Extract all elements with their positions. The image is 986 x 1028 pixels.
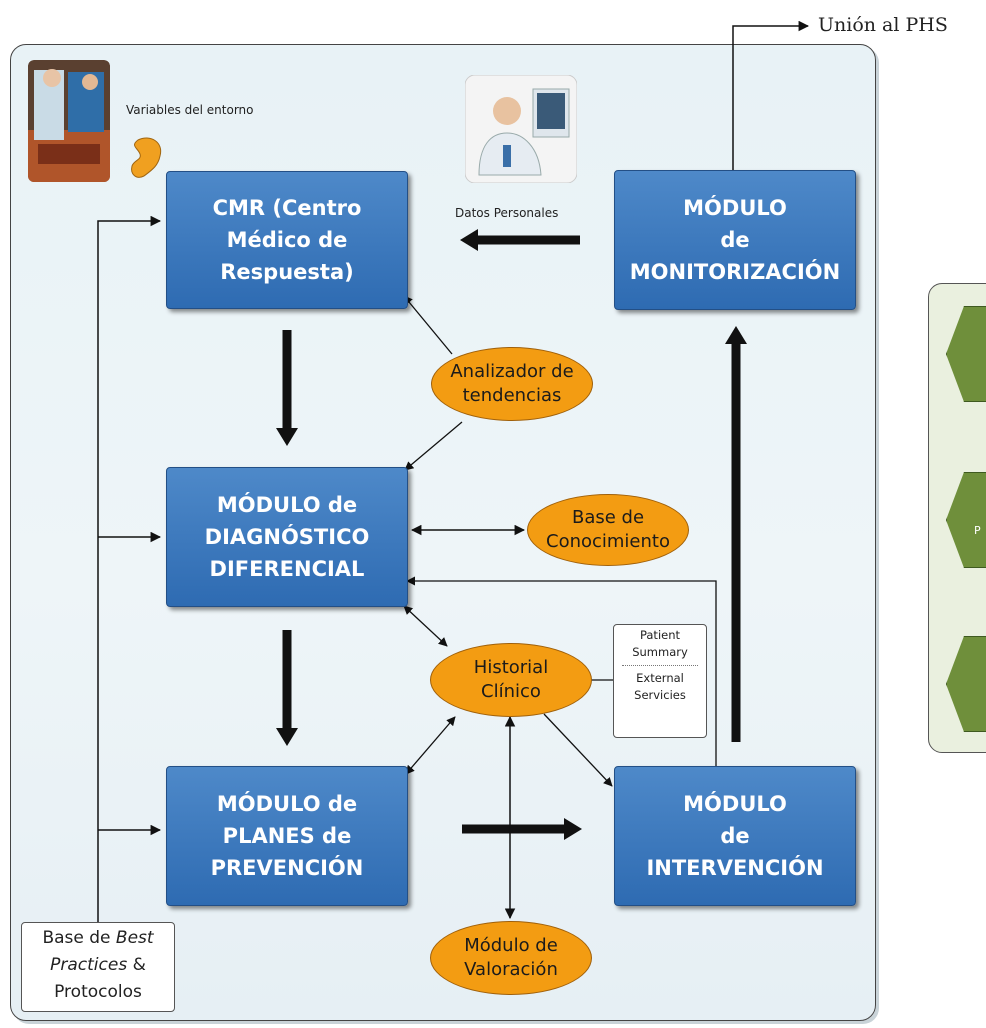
prevencion-module-line2: PLANES de: [222, 824, 352, 848]
valoracion-oval: Módulo de Valoración: [430, 921, 592, 995]
flow-arrow-prevencion-to-intervencion: [462, 818, 582, 840]
monitorizacion-module: MÓDULO de MONITORIZACIÓN: [614, 170, 856, 310]
flow-arrow-monitor-to-cmr: [460, 229, 580, 251]
arrow-analizador-to-diagnostico: [404, 421, 463, 471]
patient-summary-line2: Summary: [632, 645, 688, 659]
prevencion-module: MÓDULO de PLANES de PREVENCIÓN: [166, 766, 408, 906]
valoracion-line1: Módulo de: [464, 935, 558, 956]
environment-label: Variables del entorno: [126, 103, 254, 117]
diagnostico-module-line3: DIFERENCIAL: [209, 557, 365, 581]
doctor-photo: [465, 75, 577, 183]
phs-connector: [732, 20, 810, 170]
intervencion-module-line2: de: [720, 824, 750, 848]
historial-line2: Clínico: [481, 681, 541, 702]
intervencion-module-line3: INTERVENCIÓN: [646, 856, 824, 880]
monitorizacion-module-line2: de: [720, 228, 750, 252]
location-blob-icon: [131, 137, 162, 178]
base-conocimiento-line1: Base de: [571, 507, 645, 528]
services-box: Patient Summary External Servicies: [613, 624, 707, 738]
monitorizacion-module-line3: MONITORIZACIÓN: [629, 260, 841, 284]
valoracion-line2: Valoración: [464, 959, 558, 980]
best-practices-line2: Practices &: [22, 952, 174, 979]
external-services-line2: Servicies: [634, 688, 686, 702]
base-conocimiento-line2: Conocimiento: [546, 531, 670, 552]
external-services-line1: External: [636, 671, 684, 685]
diagnostico-module: MÓDULO de DIAGNÓSTICO DIFERENCIAL: [166, 467, 408, 607]
services-bottom: External Servicies: [614, 666, 706, 704]
best-practices-line3: Protocolos: [54, 982, 142, 1002]
best-practices-line1: Base de Best: [22, 925, 174, 952]
analizador-line1: Analizador de: [450, 361, 574, 382]
cmr-module-line3: Respuesta): [220, 260, 354, 284]
intervencion-module: MÓDULO de INTERVENCIÓN: [614, 766, 856, 906]
best-practices-box: Base de Best Practices & Protocolos: [21, 922, 175, 1012]
diagnostico-module-line1: MÓDULO de: [216, 493, 358, 517]
cmr-module: CMR (Centro Médico de Respuesta): [166, 171, 408, 309]
historial-oval: Historial Clínico: [430, 643, 592, 717]
cmr-module-line2: Médico de: [226, 228, 348, 252]
flow-arrow-cmr-to-diagnostico: [276, 330, 298, 446]
best-practices-line1-italic: Best: [115, 928, 154, 948]
personal-data-label: Datos Personales: [455, 206, 559, 220]
best-practices-line1-text: Base de: [42, 928, 116, 948]
patient-summary-line1: Patient: [639, 628, 681, 642]
cmr-module-line1: CMR (Centro: [212, 196, 362, 220]
flow-arrow-intervencion-to-monitor: [725, 326, 747, 742]
side-hexagon-2-label: P: [974, 524, 981, 537]
monitorizacion-module-line1: MÓDULO: [683, 196, 787, 220]
arrow-diagnostico-historial: [403, 605, 448, 647]
prevencion-module-line1: MÓDULO de: [216, 792, 358, 816]
best-practices-connectors: [97, 215, 162, 922]
flow-arrow-diagnostico-to-prevencion: [276, 630, 298, 746]
phs-label: Unión al PHS: [818, 14, 948, 36]
arrow-historial-prevencion: [405, 716, 456, 775]
services-divider: [622, 665, 698, 666]
historial-line1: Historial: [473, 657, 549, 678]
arrow-intervencion-to-diagnostico: [406, 576, 717, 768]
best-practices-line2-italic: Practices: [50, 955, 128, 975]
environment-photo: [28, 60, 110, 182]
base-conocimiento-oval: Base de Conocimiento: [527, 494, 689, 566]
best-practices-line2-text: &: [127, 955, 146, 975]
analizador-oval: Analizador de tendencias: [431, 347, 593, 421]
intervencion-module-line1: MÓDULO: [683, 792, 787, 816]
arrow-analizador-to-cmr: [403, 295, 453, 355]
prevencion-module-line3: PREVENCIÓN: [210, 856, 364, 880]
arrow-historial-to-intervencion: [543, 713, 613, 787]
services-top: Patient Summary: [614, 625, 706, 661]
analizador-line2: tendencias: [462, 385, 562, 406]
diagnostico-module-line2: DIAGNÓSTICO: [204, 525, 370, 549]
